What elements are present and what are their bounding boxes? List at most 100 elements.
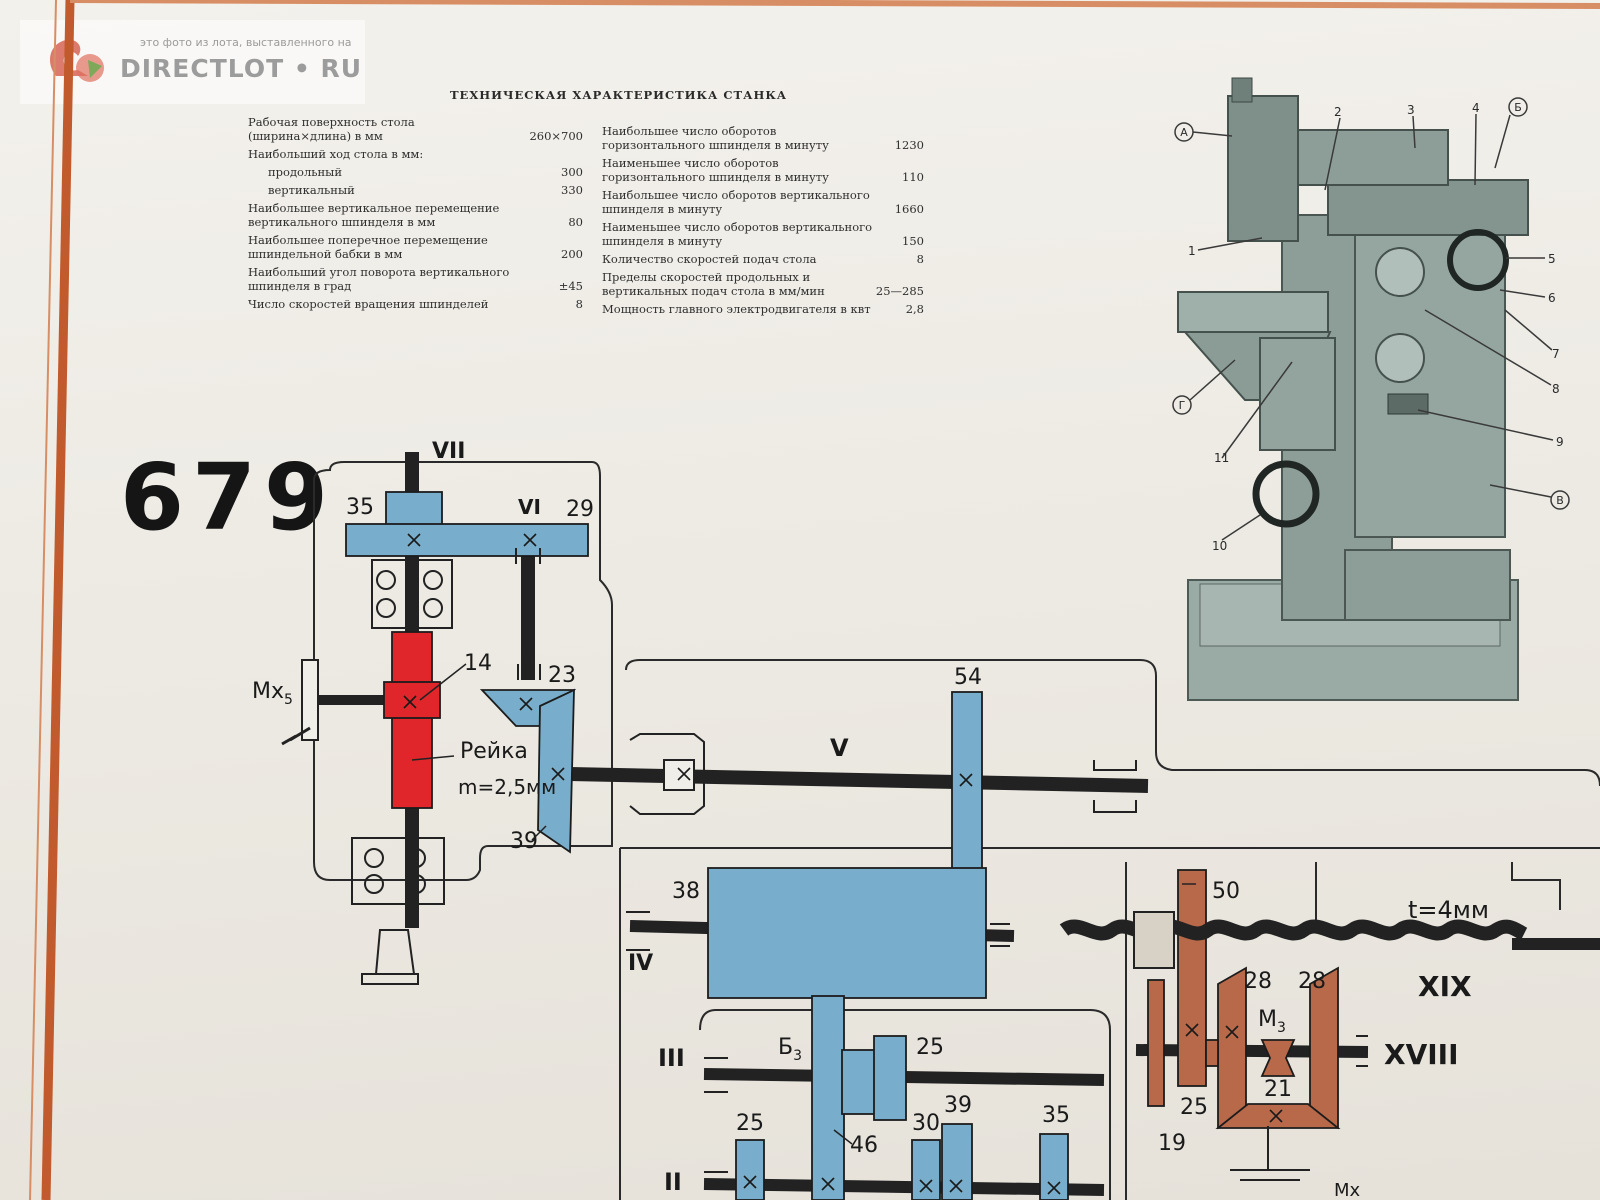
label-gear-39-lower: 39 [944,1093,972,1118]
callout-7: 7 [1552,347,1560,361]
label-clutch-bottom: Мх [1334,1180,1361,1200]
knee [1259,337,1336,451]
label-shaft-iv: IV [628,951,653,976]
label-gear-35-lower: 35 [1042,1103,1070,1128]
label-shaft-vi: VI [518,495,541,519]
spec-right-value: 1230 [894,138,924,152]
feed-housing-lines [1125,862,1561,1200]
callout-4: 4 [1472,101,1480,115]
label-clutch-mx5: Мх5 [252,679,293,708]
spec-right-label: Мощность главного электродвигателя в квт [602,302,871,316]
specs-right-column: Наибольшее число оборотов горизонтальног… [602,124,924,320]
shaft-v [569,767,1149,793]
spec-right-row: Наименьшее число оборотов горизонтальног… [602,156,924,184]
watermark-note: это фото из лота, выставленного на [140,36,352,49]
spec-left-row: Наибольший угол поворота вертикального ш… [248,265,583,293]
label-gear-21: 21 [1264,1077,1292,1102]
spec-right-value: 2,8 [905,302,924,316]
spec-right-row: Пределы скоростей продольных и вертикаль… [602,270,924,298]
gearbox-housing-outline [699,1009,1111,1200]
spec-right-row: Наименьшее число оборотов вертикального … [602,220,924,248]
clutch-mx5[interactable] [301,659,319,741]
spindle-rack [391,631,433,809]
label-gear-35: 35 [346,495,374,520]
spec-right-value: 150 [902,234,924,248]
dial-upper [1375,247,1425,297]
label-rack-module: m=2,5мм [458,775,556,799]
label-gear-28-right: 28 [1298,969,1326,994]
mx5-handle[interactable] [281,726,311,746]
label-gear-46: 46 [850,1133,878,1158]
spec-right-label: Наибольшее число оборотов вертикального … [602,188,870,216]
spindle-foot [374,929,416,975]
callout-6: 6 [1548,291,1556,305]
label-gear-30: 30 [912,1111,940,1136]
label-shaft-v: V [830,734,849,762]
callout-letter-b: Б [1514,101,1522,114]
callout-circle-b [1508,97,1528,117]
spec-left-value: 8 [575,297,583,311]
spec-left-label: Наибольшее вертикальное перемещение верт… [248,201,500,229]
label-gear-25-upper: 25 [916,1035,944,1060]
spec-left-row: Наибольший ход стола в мм: [248,147,583,161]
bevel-28-left [1217,966,1247,1130]
callout-letter-v: В [1556,494,1564,507]
gear-25-lower [735,1139,765,1200]
label-shaft-iii: III [658,1044,685,1072]
shaft-ii [703,1178,1105,1196]
callout-11: 11 [1214,451,1229,465]
callout-1: 1 [1188,244,1196,258]
shaft-gear-46 [811,995,845,1200]
bearing-lower [351,837,445,905]
callout-circle-v [1550,490,1570,510]
spec-left-value: ±45 [558,279,583,293]
gear-35-lower [1039,1133,1069,1200]
spec-left-row: Рабочая поверхность стола (ширина×длина)… [248,115,583,143]
spec-left-row: Наибольшее поперечное перемещение шпинде… [248,233,583,261]
coupling-block [663,759,695,791]
label-gear-50: 50 [1212,879,1240,904]
diagram-labels: VII VI V IV III II XIX XVIII 35 29 14 23… [252,439,1489,1200]
spec-left-value: 330 [561,183,583,197]
spec-right-row: Наибольшее число оборотов вертикального … [602,188,924,216]
spec-left-label: Наибольший угол поворота вертикального ш… [248,265,510,293]
callout-10: 10 [1212,539,1227,553]
label-gear-29: 29 [566,497,594,522]
spec-right-label: Наименьшее число оборотов горизонтальног… [602,156,829,184]
specs-left-column: Рабочая поверхность стола (ширина×длина)… [248,115,583,315]
head-cap [1231,77,1253,103]
label-clutch-m3: М3 [1258,1007,1286,1036]
spindle-head [1327,179,1529,236]
spec-left-label: Рабочая поверхность стола (ширина×длина)… [248,115,415,143]
label-gear-19: 19 [1158,1131,1186,1156]
spec-left-value: 80 [568,215,583,229]
electric-switch [1387,393,1429,415]
label-screw-pitch: t=4мм [1408,896,1489,924]
label-shaft-ii: II [664,1168,682,1196]
label-shaft-xviii: XVIII [1384,1038,1459,1071]
spec-left-label: вертикальный [268,183,355,197]
handwheel-10 [1252,460,1320,528]
callout-2: 2 [1334,105,1342,119]
callout-letter-g: Г [1179,399,1186,412]
spec-left-value: 200 [561,247,583,261]
headstock-housing [313,461,613,881]
spec-right-value: 110 [902,170,924,184]
gear-50 [1177,869,1207,1087]
label-shaft-vii: VII [432,439,465,464]
label-gear-14: 14 [464,651,492,676]
work-table [1177,291,1329,333]
callout-8: 8 [1552,382,1560,396]
gear-35-top [385,491,443,527]
callout-9: 9 [1556,435,1564,449]
clutch-m3 [1260,1039,1296,1077]
vertical-head [1227,95,1299,242]
spec-left-label: Наибольшее поперечное перемещение шпинде… [248,233,488,261]
top-border-stripe [69,0,1600,9]
gear-block-38 [707,867,987,999]
spindle-foot-base [361,973,419,985]
spec-left-label: Число скоростей вращения шпинделей [248,297,489,311]
left-border-stripe [41,0,75,1200]
